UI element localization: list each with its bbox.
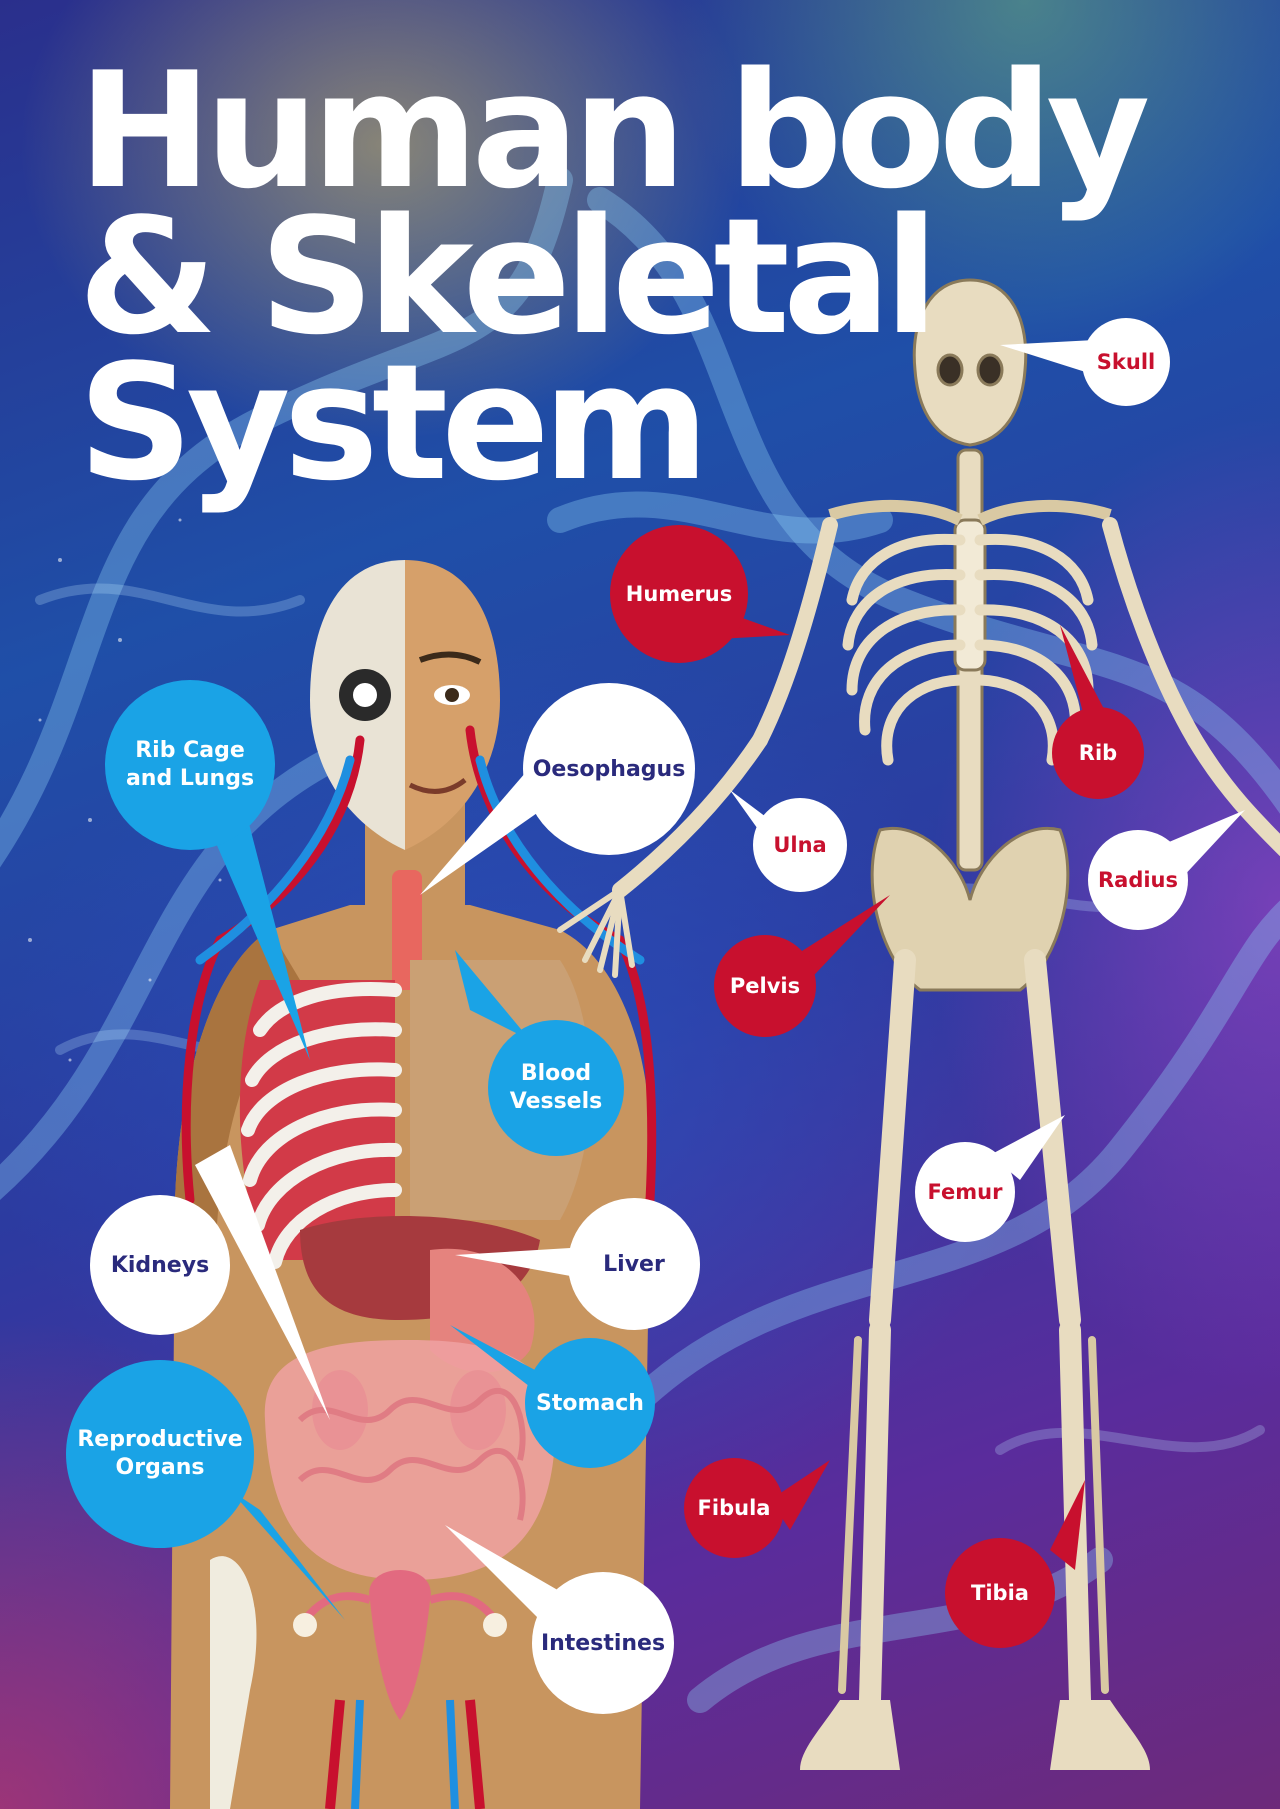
rib-cage [241, 982, 402, 1269]
label-tibia: Tibia [945, 1538, 1055, 1648]
label-blood-vessels: Blood Vessels [488, 1020, 624, 1156]
label-rib: Rib [1052, 707, 1144, 799]
femur-bone-right [1024, 949, 1081, 1331]
hip-bone [210, 1556, 257, 1809]
label-skull: Skull [1082, 318, 1170, 406]
title-line-3: System [78, 329, 709, 516]
label-ulna: Ulna [753, 798, 847, 892]
skeleton-hand [557, 887, 635, 978]
tibia-bone-left [859, 1319, 891, 1711]
label-reproductive-organs: Reproductive Organs [66, 1360, 254, 1548]
label-oesophagus: Oesophagus [523, 683, 695, 855]
skeleton-legs [859, 949, 1091, 1711]
skeleton-feet [800, 1700, 1150, 1770]
radius-bone [1187, 732, 1280, 857]
poster-title: Human body & Skeletal System [78, 37, 1150, 516]
intestine-folds [297, 1388, 526, 1521]
sternum [953, 518, 987, 672]
title-line-2: & Skeletal [78, 183, 939, 370]
label-stomach: Stomach [525, 1338, 655, 1468]
ulna-bone [612, 732, 768, 898]
label-fibula: Fibula [684, 1458, 784, 1558]
title-line-1: Human body [78, 37, 1150, 224]
fibula-bone [838, 1336, 862, 1694]
label-intestines: Intestines [532, 1572, 674, 1714]
skeleton-arms [612, 517, 1280, 898]
skull [912, 278, 1028, 447]
label-rib-cage-lungs: Rib Cage and Lungs [105, 680, 275, 850]
label-liver: Liver [568, 1198, 700, 1330]
uterus [369, 1570, 431, 1720]
stomach [430, 1248, 535, 1373]
femur-bone-left [869, 949, 916, 1331]
label-pelvis: Pelvis [714, 935, 816, 1037]
label-kidneys: Kidneys [90, 1195, 230, 1335]
label-femur: Femur [915, 1142, 1015, 1242]
label-humerus: Humerus [610, 525, 748, 663]
label-radius: Radius [1088, 830, 1188, 930]
humerus-bone [752, 517, 838, 748]
pelvis-bone [870, 827, 1070, 992]
